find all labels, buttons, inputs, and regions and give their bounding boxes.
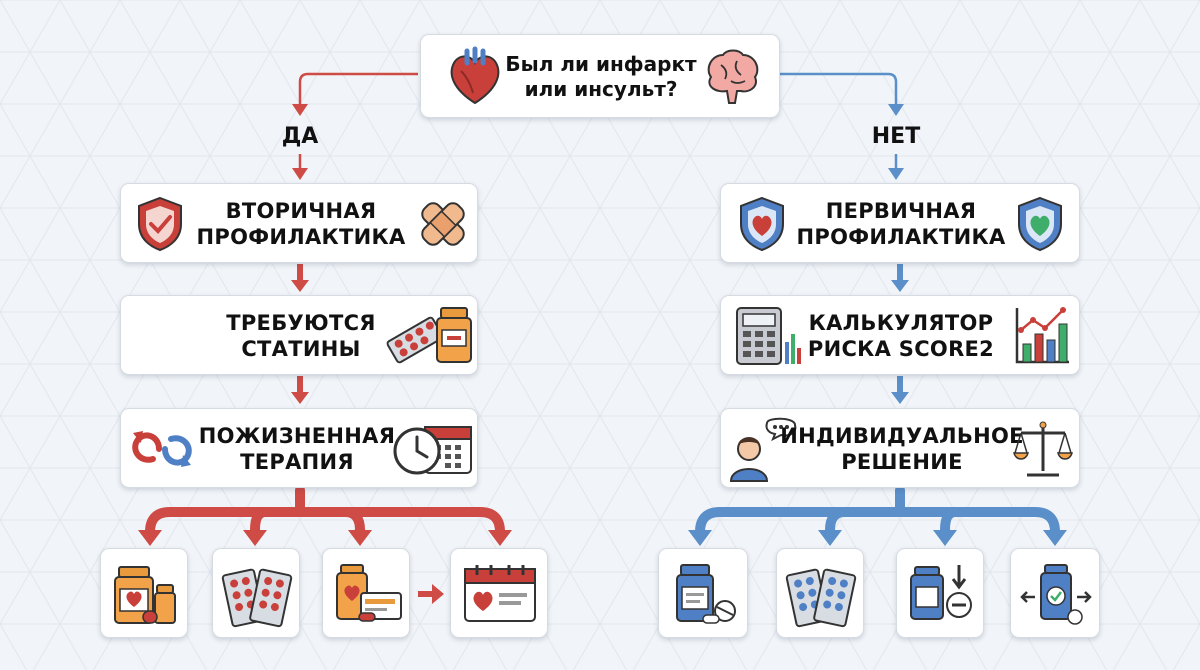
shield-check-icon bbox=[138, 196, 182, 252]
yes-step-1-line-1: ВТОРИЧНАЯ bbox=[225, 198, 377, 223]
yes-step-3-line-1: ПОЖИЗНЕННАЯ bbox=[198, 423, 396, 448]
shield-heart-green-icon bbox=[1018, 196, 1062, 252]
no-step-2-line-2: РИСКА SCORE2 bbox=[807, 337, 995, 361]
yes-step-3-line-2: ТЕРАПИЯ bbox=[240, 450, 354, 474]
no-outcome-card bbox=[896, 548, 984, 638]
yes-outcome-card bbox=[212, 548, 300, 638]
no-outcome-card bbox=[776, 548, 864, 638]
yes-outcome-card bbox=[450, 548, 548, 638]
scales-icon bbox=[1013, 421, 1073, 477]
prescription-card-icon bbox=[336, 564, 402, 622]
pill-blister-pack-icon bbox=[785, 568, 857, 628]
no-step-individual-decision: ИНДИВИДУАЛЬНОЕ РЕШЕНИЕ bbox=[720, 408, 1080, 488]
yes-step-lifelong-therapy: ПОЖИЗНЕННАЯ ТЕРАПИЯ bbox=[120, 408, 478, 488]
yes-step-secondary-prevention: ВТОРИЧНАЯ ПРОФИЛАКТИКА bbox=[120, 183, 478, 263]
medicine-bottle-pill-icon bbox=[676, 564, 736, 624]
calculator-icon bbox=[736, 307, 801, 365]
yes-step-1-line-2: ПРОФИЛАКТИКА bbox=[196, 225, 406, 249]
no-step-score2-calculator: КАЛЬКУЛЯТОР РИСКА SCORE2 bbox=[720, 295, 1080, 375]
no-label: НЕТ bbox=[871, 124, 921, 149]
cycle-arrows-icon bbox=[132, 431, 192, 467]
no-step-3-line-2: РЕШЕНИЕ bbox=[841, 450, 963, 474]
yes-label: ДА bbox=[281, 124, 319, 149]
bandage-icon bbox=[421, 202, 465, 246]
no-step-3-line-1: ИНДИВИДУАЛЬНОЕ bbox=[780, 423, 1024, 448]
calendar-heart-icon bbox=[464, 565, 536, 622]
person-thinking-icon bbox=[729, 417, 797, 482]
no-step-primary-prevention: ПЕРВИЧНАЯ ПРОФИЛАКТИКА bbox=[720, 183, 1080, 263]
heart-icon bbox=[450, 46, 500, 105]
yes-step-2-line-2: СТАТИНЫ bbox=[241, 337, 361, 361]
yes-step-2-line-1: ТРЕБУЮТСЯ bbox=[226, 310, 376, 335]
no-connector bbox=[780, 72, 898, 172]
pill-blister-pack-icon bbox=[221, 568, 293, 628]
shield-heart-icon bbox=[740, 196, 784, 252]
question-line-2: или инсульт? bbox=[524, 77, 678, 101]
no-step-2-line-1: КАЛЬКУЛЯТОР bbox=[808, 310, 994, 335]
no-step-1-line-1: ПЕРВИЧНАЯ bbox=[825, 198, 977, 223]
chart-growth-icon bbox=[1015, 307, 1069, 364]
medication-bottles-icon bbox=[114, 566, 176, 624]
yes-outcome-card bbox=[322, 548, 410, 638]
yes-connector bbox=[298, 72, 418, 172]
dose-adjust-icon bbox=[1020, 564, 1092, 625]
no-outcome-card bbox=[658, 548, 748, 638]
dose-reduction-icon bbox=[910, 565, 972, 620]
brain-icon bbox=[707, 49, 759, 104]
question-line-1: Был ли инфаркт bbox=[505, 52, 697, 76]
yes-outcome-card bbox=[100, 548, 188, 638]
pills-icon bbox=[386, 307, 472, 364]
yes-step-statins: ТРЕБУЮТСЯ СТАТИНЫ bbox=[120, 295, 478, 375]
no-step-1-line-2: ПРОФИЛАКТИКА bbox=[796, 225, 1006, 249]
arrow-right-icon bbox=[418, 584, 444, 604]
no-outcome-card bbox=[1010, 548, 1100, 638]
clock-calendar-icon bbox=[393, 426, 472, 475]
question-card: Был ли инфаркт или инсульт? bbox=[420, 34, 780, 118]
